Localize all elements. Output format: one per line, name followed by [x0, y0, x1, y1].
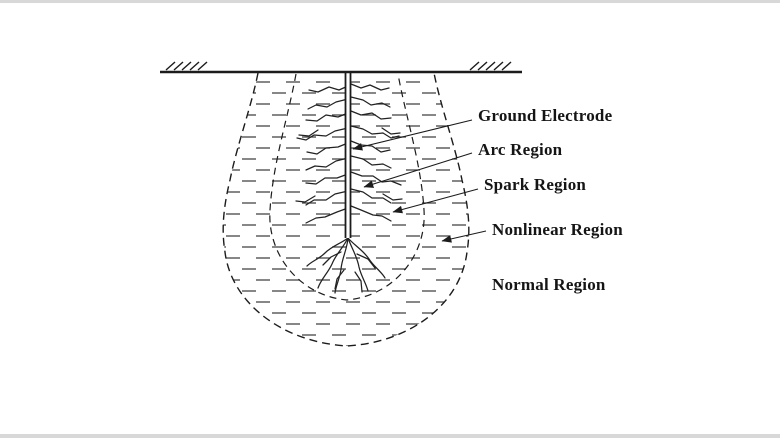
label-arc-region: Arc Region: [478, 140, 563, 159]
top-frame-line: [0, 0, 780, 3]
nonlinear-region-leader-arrow: [441, 230, 487, 243]
ground-electrode-leader-arrow: [352, 119, 473, 151]
ground-hatch-marks: [165, 61, 512, 71]
label-spark-region: Spark Region: [484, 175, 586, 194]
ground-electrode-rod: [344, 72, 352, 238]
arc-region-leader-arrow: [363, 152, 473, 188]
label-nonlinear-region: Nonlinear Region: [492, 220, 623, 239]
streamer-branches: [295, 83, 403, 294]
bottom-frame-line: [0, 434, 780, 438]
label-normal-region: Normal Region: [492, 275, 606, 294]
spark-region-boundary: [269, 73, 425, 301]
spark-region-leader-arrow: [392, 188, 479, 214]
label-ground-electrode: Ground Electrode: [478, 106, 613, 125]
